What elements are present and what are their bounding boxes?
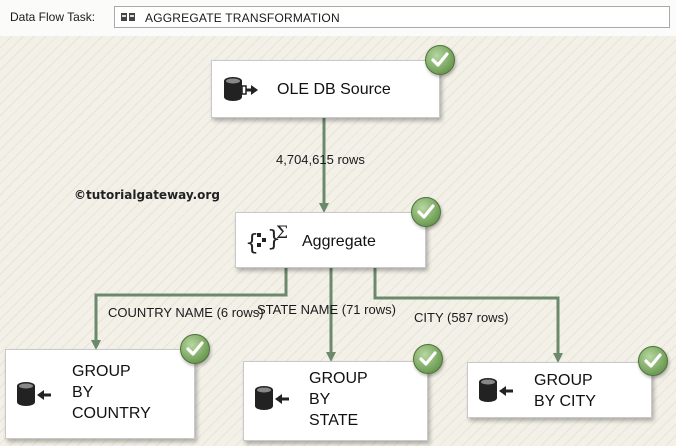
node-title-line-1: GROUP	[72, 363, 131, 380]
connector-aggregate-to-city	[373, 268, 563, 363]
data-flow-task-value: AGGREGATE TRANSFORMATION	[145, 11, 340, 25]
watermark: ©tutorialgateway.org	[74, 188, 220, 202]
success-check-icon	[425, 45, 455, 75]
connectors	[91, 118, 563, 363]
destination-database-icon	[17, 382, 51, 406]
node-group-by-country[interactable]: GROUP BY COUNTRY	[5, 349, 195, 439]
node-title-line-2: BY CITY	[534, 393, 596, 410]
node-title-line-3: COUNTRY	[72, 405, 151, 422]
node-title-line-2: BY	[72, 384, 94, 401]
data-flow-task-label: Data Flow Task:	[10, 10, 96, 24]
destination-database-icon	[479, 378, 513, 402]
node-aggregate[interactable]: { } Σ Aggregate	[235, 212, 426, 268]
data-flow-task-selector[interactable]: AGGREGATE TRANSFORMATION	[114, 6, 670, 28]
node-title-line-2: BY	[309, 391, 331, 408]
data-flow-task-icon	[121, 13, 135, 21]
success-check-icon	[411, 197, 441, 227]
edge-label-country: COUNTRY NAME (6 rows)	[108, 305, 264, 320]
edge-label-source-rows: 4,704,615 rows	[276, 152, 365, 167]
source-database-icon	[224, 77, 258, 101]
edge-label-city: CITY (587 rows)	[414, 310, 509, 325]
node-title-line-1: GROUP	[534, 372, 593, 389]
node-title: OLE DB Source	[277, 81, 391, 98]
success-check-icon	[413, 344, 443, 374]
success-check-icon	[180, 334, 210, 364]
svg-text:}: }	[267, 227, 281, 252]
destination-database-icon	[255, 386, 289, 410]
aggregate-sigma-icon: { } Σ	[245, 223, 288, 256]
node-group-by-state[interactable]: GROUP BY STATE	[243, 361, 428, 441]
node-title-line-3: STATE	[309, 412, 359, 429]
node-ole-db-source[interactable]: OLE DB Source	[211, 60, 440, 118]
node-title-line-1: GROUP	[309, 370, 368, 387]
svg-text:{: {	[245, 231, 259, 256]
node-group-by-city[interactable]: GROUP BY CITY	[467, 362, 652, 418]
design-canvas[interactable]: 4,704,615 rows COUNTRY NAME (6 rows) STA…	[0, 36, 676, 446]
connector-aggregate-to-country	[91, 268, 288, 350]
edge-label-state: STATE NAME (71 rows)	[257, 302, 396, 317]
success-check-icon	[638, 346, 668, 376]
node-title: Aggregate	[302, 233, 376, 250]
toolbar: Data Flow Task: AGGREGATE TRANSFORMATION	[0, 0, 676, 37]
svg-text:Σ: Σ	[276, 223, 288, 243]
